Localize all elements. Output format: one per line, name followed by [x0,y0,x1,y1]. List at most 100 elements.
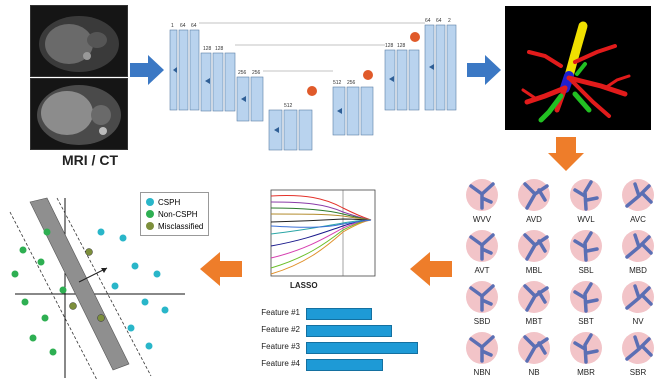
vessel-feature-label: MBL [525,266,543,275]
vessel-branch-icon [622,332,654,364]
vessel-feature-label: SBL [578,266,594,275]
feature-bar-row: Feature #2 [230,323,430,337]
arrow-right-icon [130,55,164,85]
legend-item: Non-CSPH [146,208,203,220]
vessel-feature-label: NBN [473,368,491,377]
unet-channel-label: 512 [284,103,293,109]
vessel-feature-thumb: AVT [457,227,507,277]
lasso-label: LASSO [290,281,318,290]
legend-label: Misclassified [158,221,204,231]
vessel-3d-render [505,6,651,130]
unet-channel-label: 256 [238,70,247,76]
mri-scan-top [30,5,128,77]
arrow-left-icon [410,252,452,286]
arrow-left-icon [200,252,242,286]
feature-bar [306,342,418,354]
legend: CSPH Non-CSPH Misclassified [140,192,210,236]
vessel-tree-image [521,21,631,123]
vessel-feature-label: SBD [473,317,491,326]
vessel-feature-label: AVD [526,215,542,224]
liver-mri-image [31,6,127,76]
unet-channel-label: 2 [448,18,451,24]
legend-label: CSPH [158,197,181,207]
legend-marker-icon [146,210,154,218]
vessel-branch-icon [622,179,654,211]
feature-bar-row: Feature #4 [230,357,430,371]
svm-data-points [11,228,169,356]
feature-label: Feature #2 [261,325,300,334]
vessel-feature-thumb: SBL [561,227,611,277]
feature-label: Feature #4 [261,359,300,368]
vessel-branch-icon [570,179,602,211]
arrow-right-icon [467,55,501,85]
unet-channel-label: 128 [397,43,406,49]
vessel-branch-icon [466,332,498,364]
vessel-branch-icon [622,281,654,313]
vessel-feature-thumb: MBT [509,278,559,328]
unet-architecture-diagram: 1 64 64 128 128 256 256 512 512 256 128 … [169,18,457,151]
vessel-branch-icon [466,179,498,211]
vessel-feature-thumb: MBL [509,227,559,277]
vessel-branch-icon [518,179,550,211]
vessel-branch-icon [570,230,602,262]
vessel-feature-label: AVC [630,215,646,224]
vessel-feature-label: MBD [629,266,647,275]
legend-item: Misclassified [146,220,203,232]
legend-item: CSPH [146,196,203,208]
unet-channel-label: 64 [191,23,197,29]
vessel-feature-thumb: MBR [561,329,611,379]
feature-label: Feature #1 [261,308,300,317]
vessel-branch-icon [518,230,550,262]
unet-channel-label: 1 [171,23,174,29]
vessel-branch-icon [570,281,602,313]
unet-channel-label: 64 [436,18,442,24]
unet-channel-label: 256 [347,80,356,86]
vessel-feature-label: SBR [629,368,647,377]
vessel-branch-icon [622,230,654,262]
unet-channel-label: 128 [385,43,394,49]
liver-ct-image [31,79,127,149]
feature-label: Feature #3 [261,342,300,351]
unet-channel-label: 256 [252,70,261,76]
ct-scan-bottom [30,78,128,150]
vessel-feature-thumb: SBT [561,278,611,328]
lasso-path-plot [270,189,376,277]
feature-bar [306,325,392,337]
vessel-feature-thumb: NV [613,278,663,328]
legend-marker-icon [146,222,154,230]
vessel-feature-label: MBR [577,368,595,377]
feature-bar-row: Feature #1 [230,306,430,320]
vessel-feature-thumb: SBR [613,329,663,379]
vessel-feature-thumb: AVC [613,176,663,226]
vessel-feature-label: AVT [474,266,490,275]
vessel-feature-label: WVV [472,215,492,224]
arrow-down-icon [548,137,584,171]
feature-bar [306,308,372,320]
unet-channel-label: 64 [180,23,186,29]
vessel-branch-icon [466,230,498,262]
vessel-branch-icon [518,281,550,313]
feature-bar-row: Feature #3 [230,340,430,354]
svm-classification-plot [9,197,185,380]
unet-channel-label: 128 [203,46,212,52]
vessel-feature-thumb: NBN [457,329,507,379]
vessel-feature-thumb: AVD [509,176,559,226]
feature-bar-chart: Feature #1 Feature #2 Feature #3 Feature #4 [230,306,430,386]
unet-channel-label: 512 [333,80,342,86]
legend-label: Non-CSPH [158,209,198,219]
vessel-feature-thumb: MBD [613,227,663,277]
unet-channel-label: 128 [215,46,224,52]
input-label: MRI / CT [62,152,118,168]
vessel-feature-thumb: WVL [561,176,611,226]
vessel-feature-thumb: WVV [457,176,507,226]
vessel-branch-icon [570,332,602,364]
legend-marker-icon [146,198,154,206]
vessel-feature-thumb: NB [509,329,559,379]
vessel-branch-icon [466,281,498,313]
vessel-feature-label: NV [632,317,644,326]
vessel-feature-label: WVL [577,215,595,224]
unet-channel-label: 64 [425,18,431,24]
vessel-feature-label: MBT [525,317,543,326]
feature-bar [306,359,383,371]
vessel-branch-icon [518,332,550,364]
